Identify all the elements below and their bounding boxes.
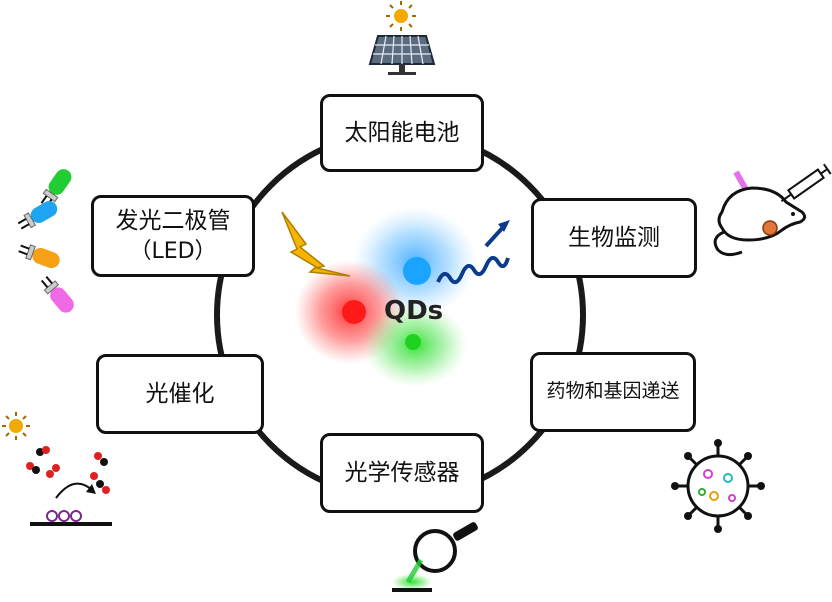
green-quantum-dot [405, 334, 421, 350]
node-photocatalysis-label: 光催化 [145, 380, 215, 407]
photocatalysis-icon [2, 412, 112, 526]
center-label: QDs [384, 296, 444, 326]
node-bio-monitoring: 生物监测 [531, 198, 697, 278]
node-drug-gene-delivery: 药物和基因递送 [530, 352, 696, 432]
virus-icon [671, 439, 765, 533]
node-optical-sensor-label: 光学传感器 [344, 459, 460, 486]
node-photocatalysis: 光催化 [96, 354, 264, 434]
node-drug-gene-delivery-label: 药物和基因递送 [546, 380, 680, 403]
solar-panel-icon [368, 1, 436, 75]
led-bulbs-icon [17, 169, 74, 313]
blue-quantum-dot [403, 257, 431, 285]
node-optical-sensor: 光学传感器 [320, 433, 484, 513]
node-led-sublabel: （LED） [129, 238, 217, 264]
node-led: 发光二极管 （LED） [91, 195, 255, 277]
lightning-icon [281, 211, 351, 277]
mouse-syringe-icon [713, 163, 832, 257]
magnifier-icon [392, 522, 478, 592]
emission-wave-icon [436, 220, 510, 285]
node-bio-monitoring-label: 生物监测 [568, 224, 660, 251]
node-solar-cell: 太阳能电池 [320, 94, 484, 172]
node-solar-cell-label: 太阳能电池 [344, 119, 460, 146]
node-led-label: 发光二极管 [115, 208, 231, 235]
red-quantum-dot [342, 300, 366, 324]
